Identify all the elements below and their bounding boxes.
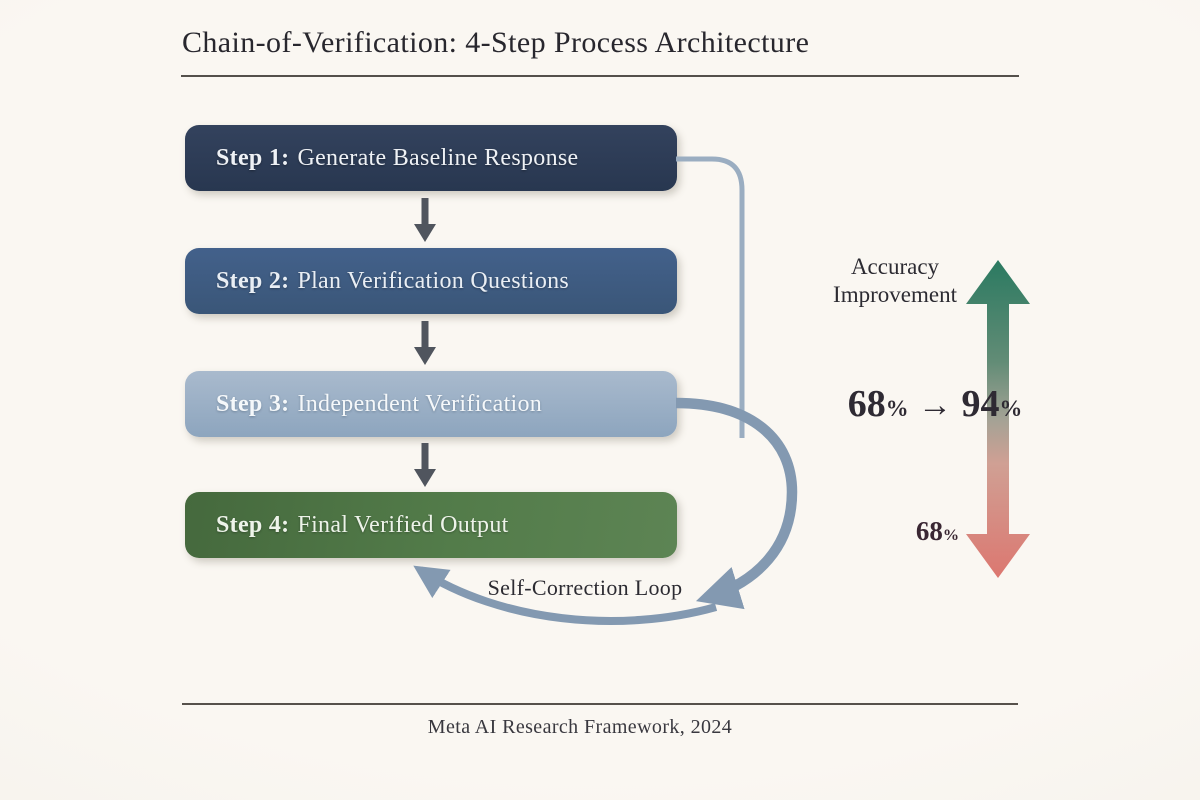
page-title: Chain-of-Verification: 4-Step Process Ar… bbox=[182, 26, 810, 59]
percent-sign: % bbox=[885, 396, 909, 421]
down-arrow-icon bbox=[414, 443, 436, 487]
accuracy-baseline-text: 68% bbox=[885, 516, 990, 547]
accuracy-label-line2: Improvement bbox=[833, 282, 957, 307]
step-4-prefix: Step 4: bbox=[216, 511, 290, 538]
step-2-prefix: Step 2: bbox=[216, 267, 290, 294]
step-4-box: Step 4: Final Verified Output bbox=[185, 492, 677, 558]
down-arrow-icon bbox=[414, 321, 436, 365]
loop-connector-step1 bbox=[676, 156, 745, 438]
step-1-label: Generate Baseline Response bbox=[297, 144, 579, 171]
accuracy-from-value: 68 bbox=[847, 383, 886, 425]
right-arrow-glyph: → bbox=[918, 387, 952, 424]
loop-connector-step3 bbox=[675, 397, 798, 610]
step-2-label: Plan Verification Questions bbox=[297, 267, 570, 294]
percent-sign: % bbox=[942, 526, 960, 544]
step-4-label: Final Verified Output bbox=[297, 511, 509, 538]
accuracy-to-value: 94 bbox=[961, 383, 1000, 425]
step-2-box: Step 2: Plan Verification Questions bbox=[185, 248, 677, 314]
step-3-label: Independent Verification bbox=[297, 390, 543, 417]
accuracy-improvement-label: Accuracy Improvement bbox=[795, 253, 995, 309]
step-1-prefix: Step 1: bbox=[216, 144, 290, 171]
footer-attribution: Meta AI Research Framework, 2024 bbox=[427, 716, 733, 738]
down-arrow-icon bbox=[414, 198, 436, 242]
title-divider bbox=[181, 75, 1019, 77]
step-3-prefix: Step 3: bbox=[216, 390, 290, 417]
accuracy-label-line1: Accuracy bbox=[850, 254, 940, 279]
percent-sign: % bbox=[999, 396, 1023, 421]
baseline-value: 68 bbox=[915, 516, 943, 546]
self-correction-loop-label: Self-Correction Loop bbox=[487, 575, 683, 600]
step-3-box: Step 3: Independent Verification bbox=[185, 371, 677, 437]
footer-divider bbox=[182, 703, 1018, 705]
accuracy-change-text: 68% → 94% bbox=[830, 382, 1040, 426]
accuracy-gradient-arrow-icon bbox=[966, 260, 1030, 578]
step-1-box: Step 1: Generate Baseline Response bbox=[185, 125, 677, 191]
